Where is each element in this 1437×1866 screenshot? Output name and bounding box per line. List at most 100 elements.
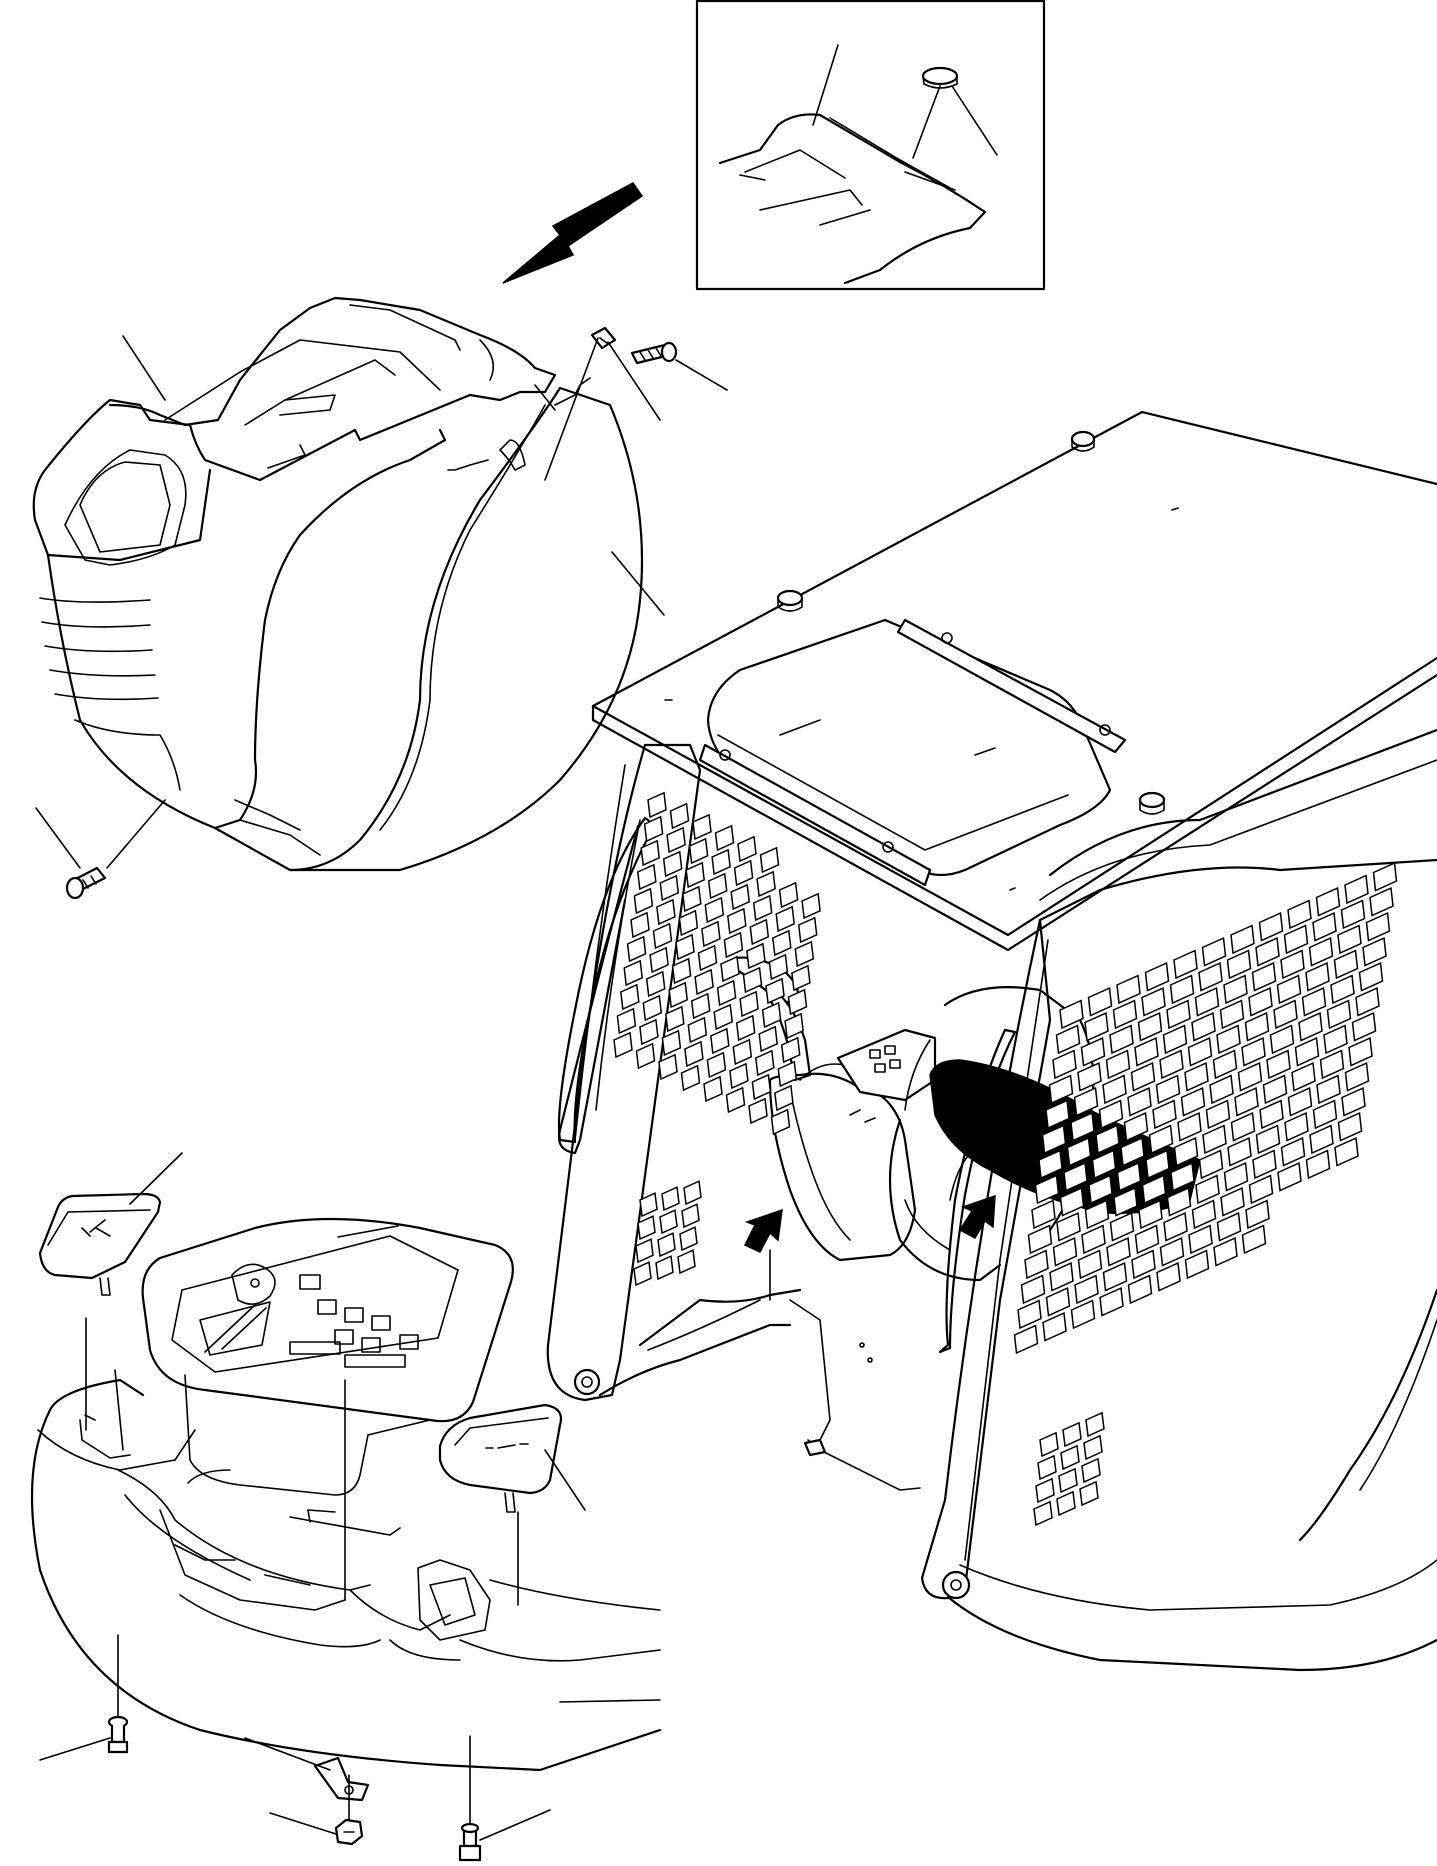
mesh-cell (1173, 1136, 1199, 1167)
mesh-cell (725, 1086, 746, 1114)
mesh-cell (1355, 986, 1380, 1017)
mesh-cell (1230, 1111, 1256, 1142)
mesh-cell (704, 896, 725, 924)
mesh-cell (1045, 1286, 1071, 1317)
mesh-cell (687, 1016, 708, 1044)
mesh-cell (633, 887, 654, 915)
mesh-cell (1216, 1024, 1241, 1055)
mesh-cell (1319, 1049, 1345, 1080)
mesh-cell (759, 846, 780, 874)
mesh-cell (739, 990, 759, 1018)
mesh-cell (1159, 1049, 1184, 1080)
mesh-cell (1112, 999, 1138, 1030)
mesh-cell (723, 931, 744, 959)
mesh-cell (685, 861, 706, 889)
mesh-cell (1113, 1186, 1138, 1217)
mesh-cell (742, 966, 763, 994)
mesh-cell (765, 977, 785, 1005)
leader-line (337, 1225, 399, 1238)
mesh-cell (662, 850, 683, 878)
inset-cap-plug (921, 66, 959, 89)
mesh-cell (659, 874, 680, 902)
mesh-cell (1340, 899, 1366, 930)
mesh-cell (1248, 986, 1273, 1017)
mesh-cell (1194, 986, 1220, 1017)
roof-bumper (1070, 430, 1096, 452)
mesh-cell (1148, 1124, 1174, 1155)
mesh-cell (1248, 1174, 1274, 1205)
mesh-cell (678, 909, 699, 937)
mesh-cell (1073, 1086, 1099, 1117)
mesh-cell (1255, 1124, 1281, 1155)
mesh-cell (1141, 986, 1166, 1017)
mesh-cell (714, 824, 735, 852)
leader-line (607, 341, 661, 421)
mesh-cell (659, 1209, 678, 1235)
mesh-cell (1341, 1086, 1366, 1117)
mesh-cell (675, 933, 695, 961)
mesh-cell (1074, 1274, 1099, 1305)
mesh-cell (661, 1029, 682, 1057)
mesh-cell (1062, 1421, 1082, 1448)
mesh-cell (1066, 1136, 1092, 1167)
mesh-cell (1059, 1186, 1085, 1217)
mesh-cell (1109, 1211, 1135, 1242)
mesh-cell (1280, 949, 1305, 980)
mesh-cell (1084, 1011, 1109, 1042)
mesh-cell (1205, 1099, 1231, 1130)
mesh-cell (1052, 1049, 1077, 1080)
mesh-cell (1259, 1099, 1284, 1130)
mesh-cell (1045, 1099, 1070, 1130)
mesh-cell (1287, 899, 1312, 930)
mesh-cell (1287, 1086, 1313, 1117)
mesh-cell (709, 1027, 730, 1055)
pointer-arrow-icon (958, 1194, 996, 1240)
mesh-cell (1316, 1074, 1341, 1105)
mesh-cell (1091, 1149, 1117, 1180)
mesh-cell (1251, 961, 1277, 992)
mesh-cell (1245, 1199, 1270, 1230)
mesh-cell (1052, 1236, 1078, 1267)
mesh-cell (681, 885, 702, 913)
mesh-cell (655, 1255, 674, 1281)
mesh-cell (771, 929, 792, 957)
leader-line (122, 335, 166, 401)
leader-line (812, 44, 839, 126)
mesh-cell (1283, 924, 1309, 955)
leader-line (269, 1812, 337, 1835)
cab-mesh-right (1013, 861, 1398, 1355)
mesh-cell (1201, 936, 1227, 967)
mesh-cell (737, 835, 757, 863)
mesh-cell (633, 1261, 652, 1287)
mesh-cell (1298, 1011, 1323, 1042)
mesh-cell (664, 1005, 685, 1033)
mesh-cell (1056, 1211, 1081, 1242)
mesh-cell (1252, 1149, 1277, 1180)
mesh-cell (1337, 1111, 1363, 1142)
mesh-cell (1187, 1036, 1213, 1067)
direction-arrow-icon (502, 182, 644, 284)
mesh-cell (1209, 1074, 1234, 1105)
mesh-cell (1191, 1011, 1216, 1042)
mesh-cell (716, 979, 737, 1007)
mesh-cell (1372, 861, 1398, 892)
mesh-cell (1365, 911, 1391, 942)
mesh-cell (1337, 924, 1362, 955)
mesh-cell (666, 826, 686, 854)
mesh-cell (778, 881, 799, 909)
mesh-cell (1042, 1311, 1067, 1342)
mesh-cell (679, 1226, 698, 1252)
mesh-cell (1131, 1249, 1156, 1280)
mesh-cell (1195, 1174, 1220, 1205)
mesh-cell (1237, 1061, 1263, 1092)
mesh-cell (613, 1031, 633, 1059)
mesh-cell (1027, 1224, 1053, 1255)
leader-line (912, 85, 941, 159)
mesh-cell (1130, 1061, 1156, 1092)
cab-assembly (546, 410, 1437, 1672)
mesh-cell (635, 1042, 656, 1070)
mesh-cell (1241, 1036, 1266, 1067)
mesh-cell (1159, 1236, 1185, 1267)
mesh-cell (1216, 1211, 1242, 1242)
